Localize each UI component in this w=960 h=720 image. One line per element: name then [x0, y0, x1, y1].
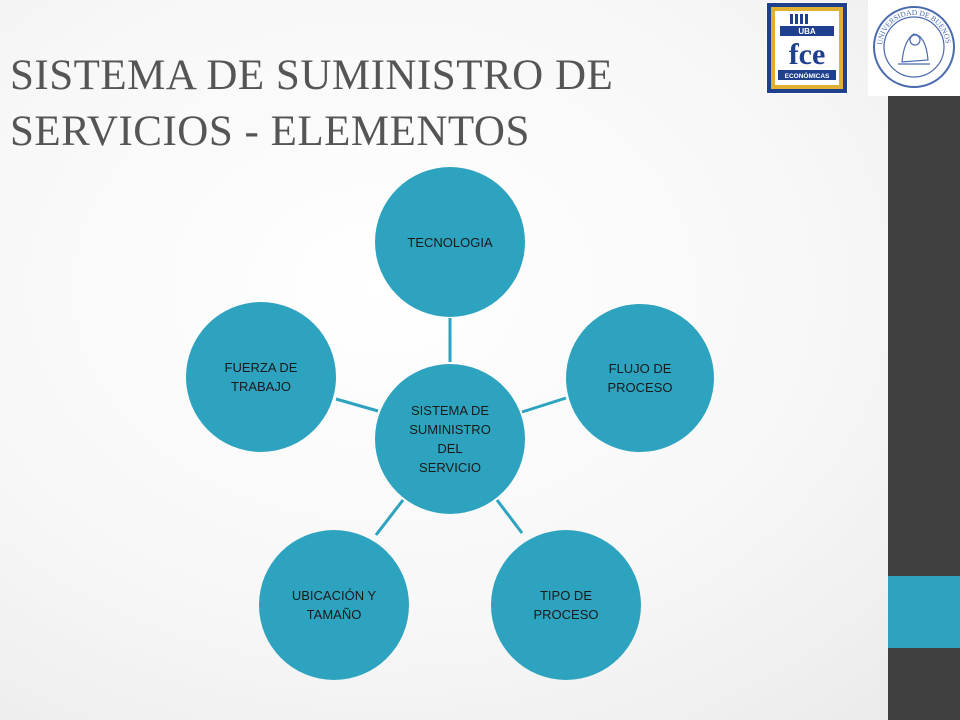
node-center-sistema: SISTEMA DE SUMINISTRO DEL SERVICIO [375, 364, 525, 514]
node-fuerza-de-trabajo: FUERZA DE TRABAJO [186, 302, 336, 452]
slide-title: SISTEMA DE SUMINISTRO DE SERVICIOS - ELE… [10, 48, 750, 160]
uba-seal-logo: UNIVERSIDAD DE BUENOS AIRES [865, 0, 960, 96]
fce-logo-fce-text: fce [789, 38, 826, 71]
connector-ubicacion [374, 499, 405, 536]
fce-logo-graphic: UBA fce ECONÓMICAS [767, 3, 847, 93]
slide-title-line-1: SISTEMA DE SUMINISTRO DE [10, 52, 614, 99]
node-tecnologia: TECNOLOGIA [375, 167, 525, 317]
slide-title-line-2: SERVICIOS - ELEMENTOS [10, 108, 530, 155]
connector-flujo [521, 396, 567, 414]
connector-fuerza [335, 397, 379, 413]
fce-logo-economicas-text: ECONÓMICAS [785, 71, 830, 80]
node-tipo-de-proceso: TIPO DE PROCESO [491, 530, 641, 680]
fce-logo-uba-text: UBA [798, 27, 816, 36]
sidebar-accent-block [888, 576, 960, 648]
fce-logo: UBA fce ECONÓMICAS [766, 2, 848, 94]
node-ubicacion-y-tamano: UBICACIÓN Y TAMAÑO [259, 530, 409, 680]
node-flujo-de-proceso: FLUJO DE PROCESO [566, 304, 714, 452]
connector-tipo [495, 499, 524, 534]
uba-seal-graphic: UNIVERSIDAD DE BUENOS AIRES [865, 0, 955, 88]
